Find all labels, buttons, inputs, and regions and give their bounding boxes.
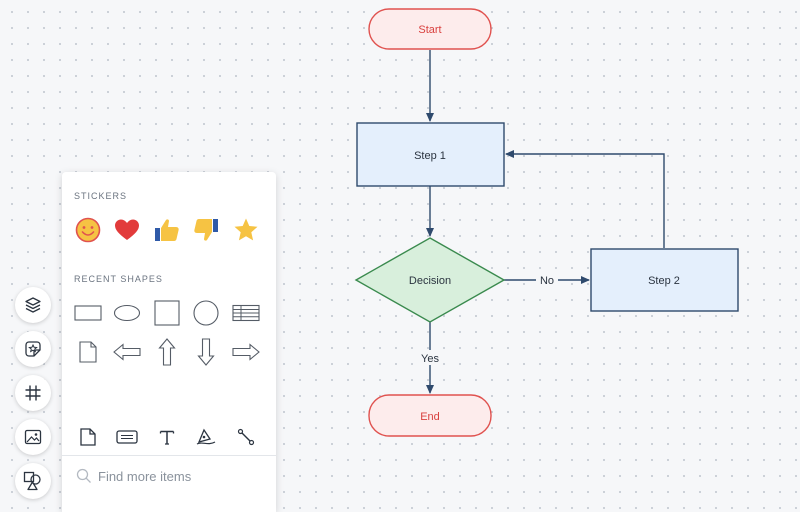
stickers-icon [24,340,42,358]
stickers-section-title: STICKERS [74,191,128,201]
node-step1-label: Step 1 [414,150,446,162]
ellipse-shape[interactable] [107,295,147,331]
shapes-icon [23,471,43,491]
search-icon [76,468,92,484]
layers-icon [24,296,42,314]
node-decision[interactable]: Decision [354,237,506,323]
arrow-right-shape[interactable] [226,334,266,370]
heart-icon[interactable] [107,212,147,248]
node-end[interactable]: End [368,394,492,437]
rectangle-shape[interactable] [68,295,108,331]
line-icon[interactable] [226,419,266,455]
node-step2-label: Step 2 [648,275,680,287]
pen-icon[interactable] [186,419,226,455]
page-icon[interactable] [68,419,108,455]
shapes-button[interactable] [15,463,51,499]
image-icon [24,429,42,445]
thumbs-down-icon[interactable] [186,212,226,248]
table-shape[interactable] [226,295,266,331]
node-end-label: End [420,411,440,423]
connectors [426,50,665,394]
node-step1[interactable]: Step 1 [356,122,505,187]
document-shape[interactable] [68,334,108,370]
search-row [62,456,276,496]
edge-label-yes: Yes [421,353,439,365]
image-button[interactable] [15,419,51,455]
node-step2[interactable]: Step 2 [590,248,739,312]
arrow-down-shape[interactable] [186,334,226,370]
stickers-button[interactable] [15,331,51,367]
panel-divider [62,455,276,456]
star-icon[interactable] [226,212,266,248]
arrow-up-shape[interactable] [147,334,187,370]
node-start[interactable]: Start [368,8,492,50]
node-start-label: Start [418,24,441,36]
shapes-panel: STICKERS RECENT SHAPES [62,172,276,512]
grid-icon [24,384,42,402]
square-shape[interactable] [147,295,187,331]
recent-shapes-section-title: RECENT SHAPES [74,274,163,284]
layers-button[interactable] [15,287,51,323]
arrow-left-shape[interactable] [107,334,147,370]
search-input[interactable] [98,468,268,484]
smiley-icon[interactable] [68,212,108,248]
node-decision-label: Decision [409,275,451,287]
diagram-canvas[interactable]: No Yes Start Step 1 Decision Step 2 End [0,0,800,499]
text-block-icon[interactable] [107,419,147,455]
edge-step2-step1[interactable] [505,150,665,248]
edge-label-no: No [540,275,554,287]
text-icon[interactable] [147,419,187,455]
grid-button[interactable] [15,375,51,411]
thumbs-up-icon[interactable] [147,212,187,248]
circle-shape[interactable] [186,295,226,331]
